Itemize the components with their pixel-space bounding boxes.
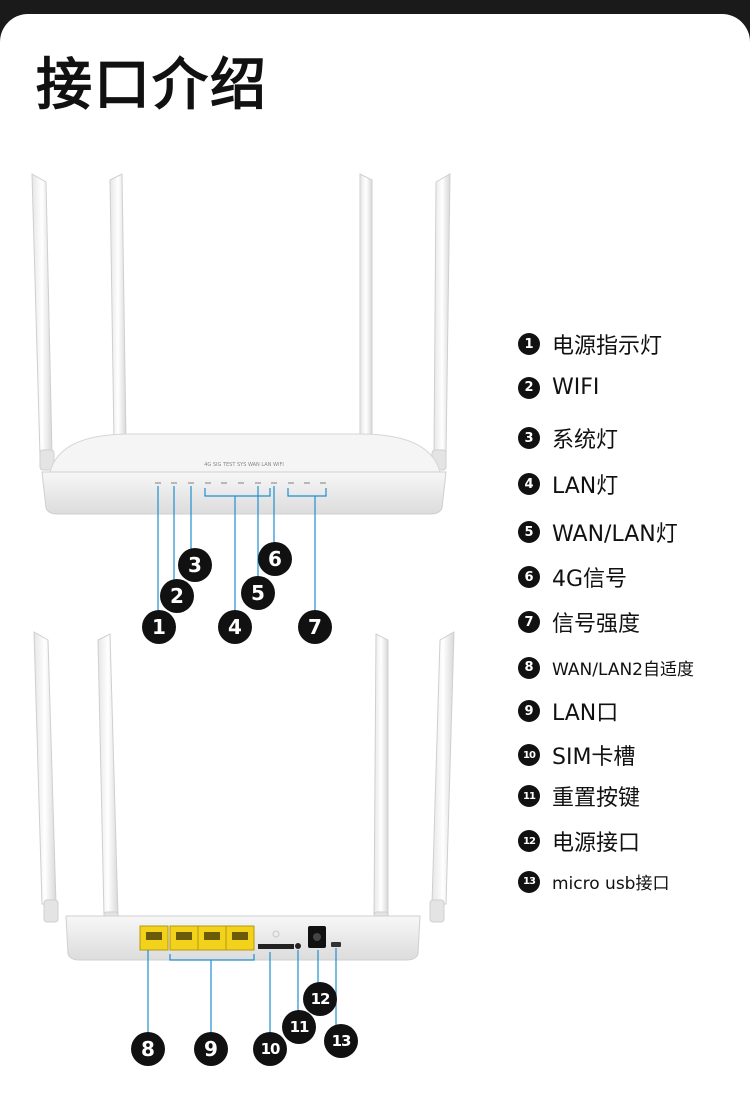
front-router: 4G SIG TEST SYS WAN LAN WIFI xyxy=(31,173,451,624)
legend-number: 5 xyxy=(518,521,540,543)
legend-label: WAN/LAN2自适度 xyxy=(552,660,694,680)
legend-item-9: 9 LAN口 xyxy=(518,695,618,727)
front-antenna-4 xyxy=(431,173,451,471)
back-antenna-1 xyxy=(33,631,59,923)
front-leds xyxy=(155,482,326,484)
legend-item-5: 5 WAN/LAN灯 xyxy=(518,516,678,548)
legend-number: 3 xyxy=(518,427,540,449)
callout-badge-3: 3 xyxy=(178,548,212,582)
back-antenna-3 xyxy=(373,633,389,943)
callout-badge-7: 7 xyxy=(298,610,332,644)
callout-badge-8: 8 xyxy=(131,1032,165,1066)
back-antenna-2 xyxy=(97,633,119,943)
legend-number: 2 xyxy=(518,376,540,399)
page-title: 接口介绍 xyxy=(36,53,268,118)
legend-number: 12 xyxy=(518,830,540,852)
legend-item-3: 3 系统灯 xyxy=(518,422,618,454)
legend-label: micro usb接口 xyxy=(552,874,670,894)
router-illustrations: 4G SIG TEST SYS WAN LAN WIFI xyxy=(31,173,455,1046)
legend-number: 7 xyxy=(518,611,540,633)
legend-item-12: 12 电源接口 xyxy=(518,825,640,857)
legend-label: LAN口 xyxy=(552,701,619,726)
legend-number: 8 xyxy=(518,656,540,679)
front-antenna-1 xyxy=(31,173,55,471)
legend-number: 13 xyxy=(518,870,540,893)
micro-usb-port xyxy=(331,942,341,947)
back-router xyxy=(33,631,455,1046)
front-antenna-3 xyxy=(359,173,373,443)
legend-label: 电源指示灯 xyxy=(552,334,663,359)
callout-badge-11: 11 xyxy=(282,1010,316,1044)
front-router-top xyxy=(49,433,441,473)
legend-item-13: 13 micro usb接口 xyxy=(518,869,669,894)
callout-badge-10: 10 xyxy=(253,1032,287,1066)
sim-slot xyxy=(258,944,294,949)
callout-badge-6: 6 xyxy=(258,542,292,576)
legend-label: SIM卡槽 xyxy=(552,745,636,770)
front-router-body xyxy=(41,471,447,515)
legend-item-6: 6 4G信号 xyxy=(518,561,627,593)
callout-badge-12: 12 xyxy=(303,982,337,1016)
callout-badge-9: 9 xyxy=(194,1032,228,1066)
legend-item-11: 11 重置按键 xyxy=(518,780,640,812)
legend-item-10: 10 SIM卡槽 xyxy=(518,739,635,771)
legend-number: 11 xyxy=(518,785,540,807)
legend-item-1: 1 电源指示灯 xyxy=(518,328,662,360)
legend-label: LAN灯 xyxy=(552,474,619,499)
legend-label: WIFI xyxy=(552,375,600,400)
legend-item-7: 7 信号强度 xyxy=(518,606,640,638)
legend-number: 4 xyxy=(518,473,540,495)
callout-badge-13: 13 xyxy=(324,1024,358,1058)
legend-label: 重置按键 xyxy=(552,786,641,811)
legend-item-2: 2 WIFI xyxy=(518,375,599,400)
legend-item-8: 8 WAN/LAN2自适度 xyxy=(518,655,694,680)
callout-badge-4: 4 xyxy=(218,610,252,644)
legend-label: 电源接口 xyxy=(552,831,641,856)
callout-badge-5: 5 xyxy=(241,576,275,610)
legend-number: 6 xyxy=(518,566,540,588)
legend-label: 信号强度 xyxy=(552,612,641,637)
callout-badge-2: 2 xyxy=(160,579,194,613)
legend-label: 4G信号 xyxy=(552,567,628,592)
legend-number: 10 xyxy=(518,744,540,766)
legend-item-4: 4 LAN灯 xyxy=(518,468,618,500)
front-antenna-2 xyxy=(109,173,127,443)
legend-number: 9 xyxy=(518,700,540,722)
callout-badge-1: 1 xyxy=(142,610,176,644)
reset-hole xyxy=(295,943,301,949)
legend-label: 系统灯 xyxy=(552,428,619,453)
front-panel-text: 4G SIG TEST SYS WAN LAN WIFI xyxy=(204,462,284,468)
back-antenna-4 xyxy=(429,631,455,923)
content-card: 接口介绍 xyxy=(0,14,750,1110)
lan-wan-ports xyxy=(139,925,255,951)
legend-label: WAN/LAN灯 xyxy=(552,522,678,547)
legend-number: 1 xyxy=(518,333,540,355)
